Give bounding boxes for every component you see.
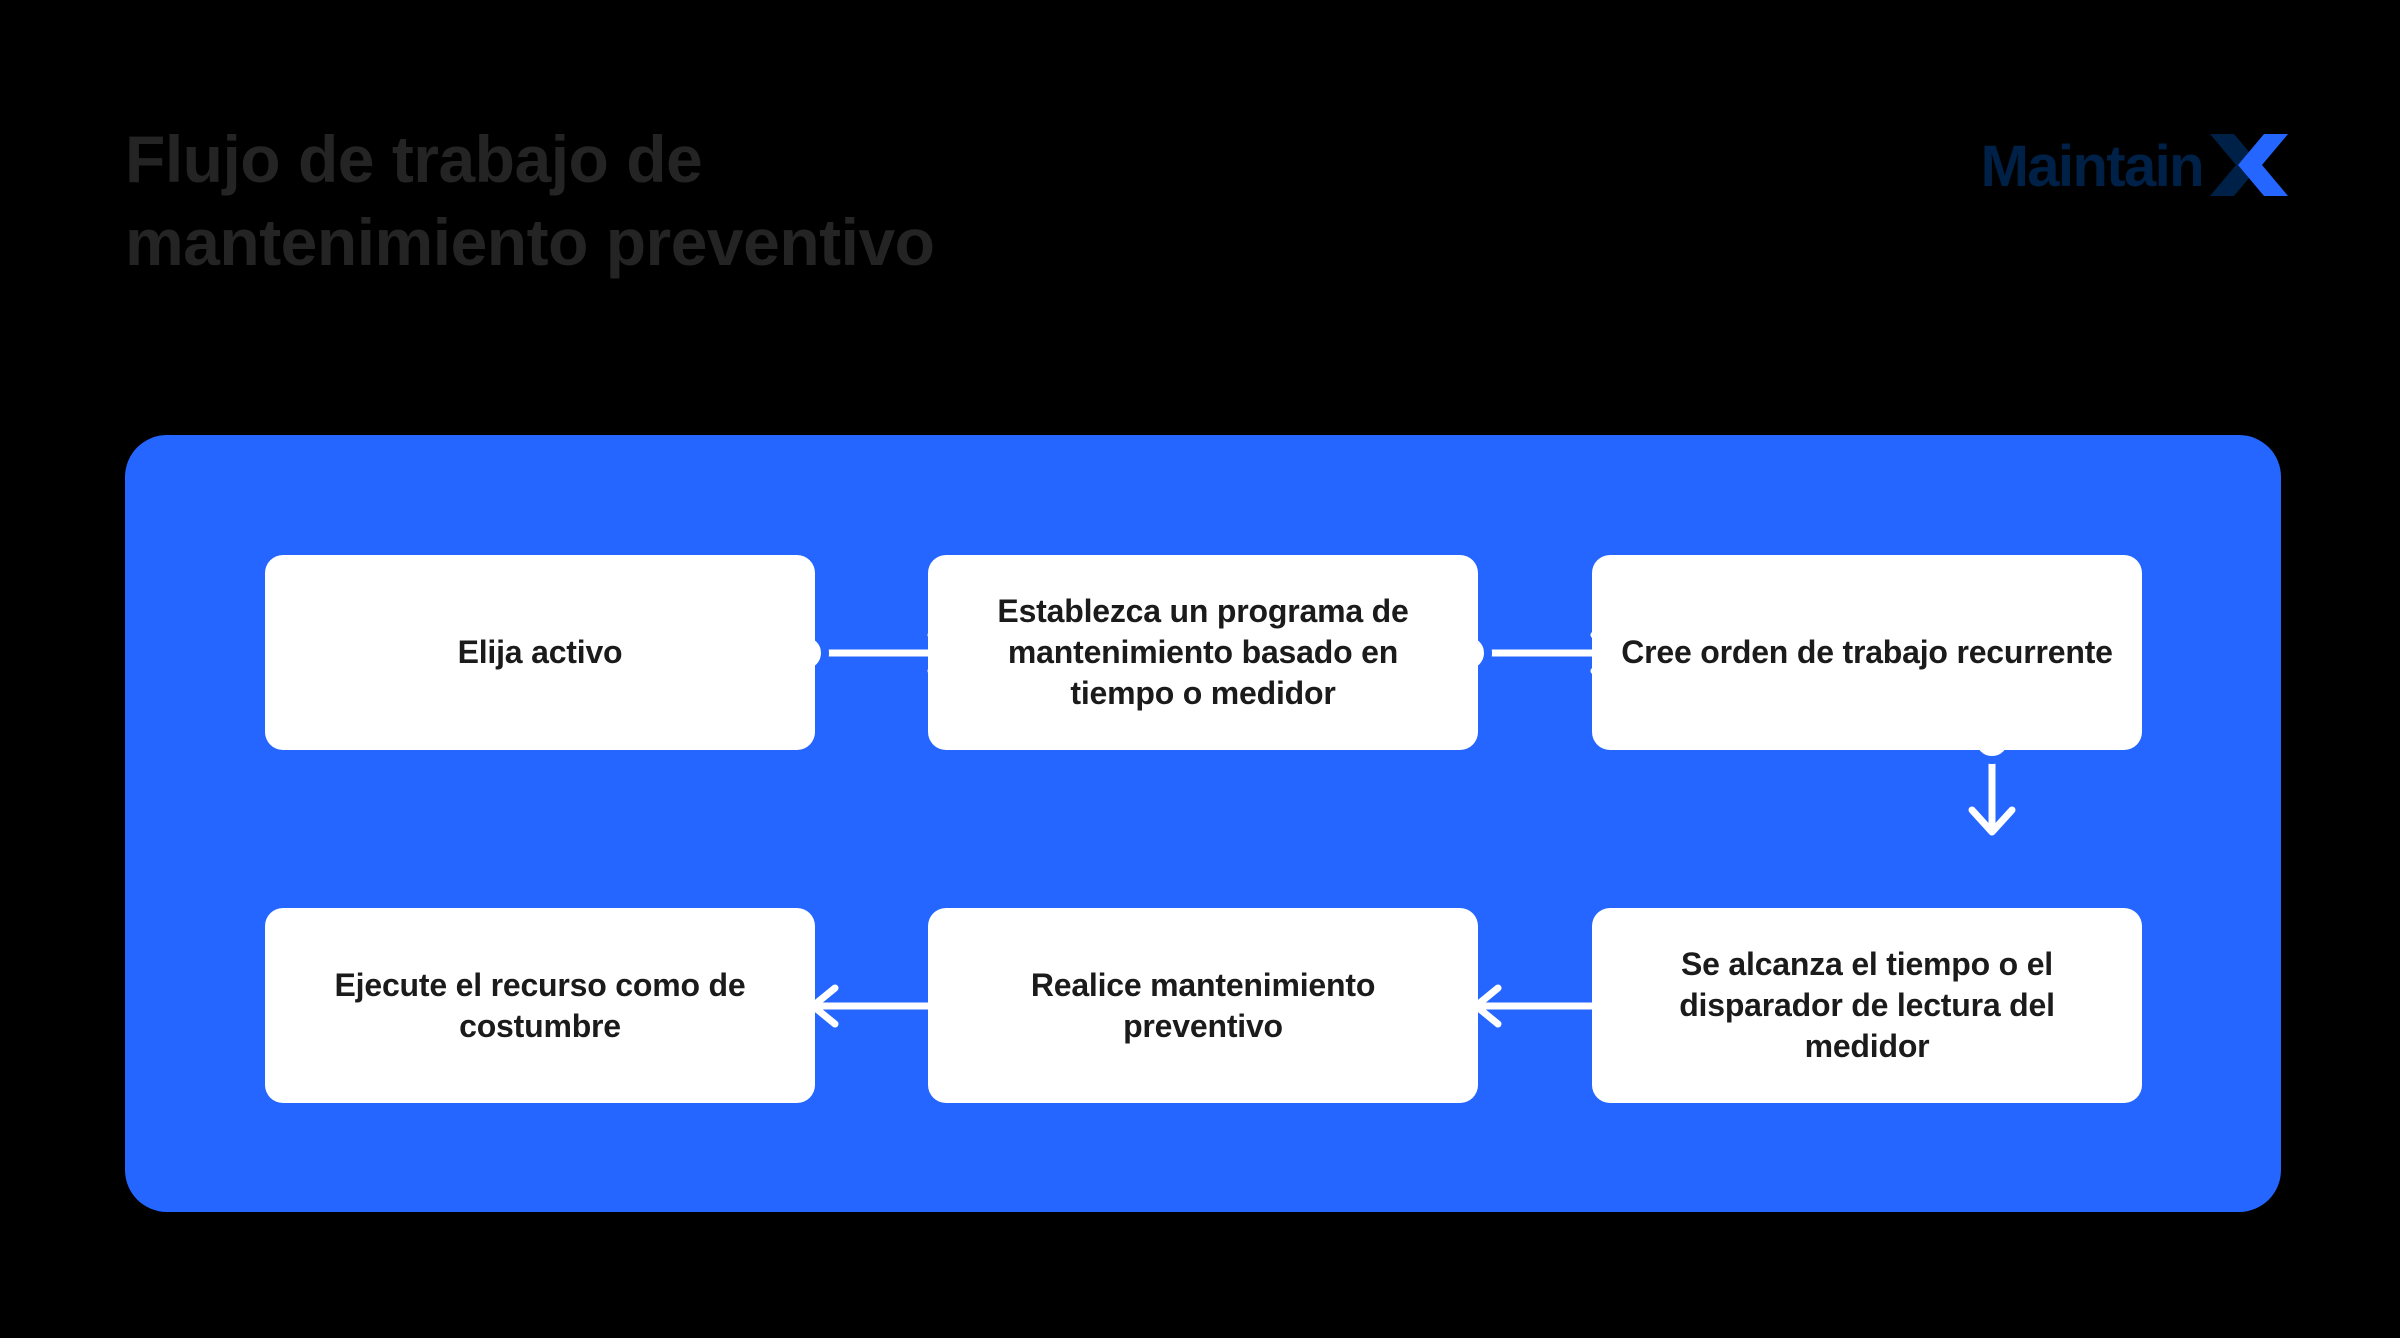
maintainx-logo: Maintain [1980, 133, 2288, 201]
flow-node-label: Ejecute el recurso como de costumbre [334, 966, 746, 1044]
x-logo-icon [2210, 133, 2288, 201]
logo-wordmark: Maintain [1980, 134, 2205, 199]
page-title: Flujo de trabajo de mantenimiento preven… [125, 122, 935, 280]
flow-node-establezca-programa[interactable]: Establezca un programa de mantenimiento … [928, 555, 1478, 750]
flow-node-label: Elija activo [457, 634, 623, 671]
flow-node-label: Cree orden de trabajo recurrente [1621, 634, 2113, 671]
flow-node-label: Realice mantenimiento preventivo [1030, 966, 1376, 1044]
flow-node-label: Se alcanza el tiempo o el disparador de … [1679, 946, 2055, 1064]
flow-node-label: Establezca un programa de mantenimiento … [997, 593, 1409, 711]
flow-node-cree-orden-trabajo[interactable]: Cree orden de trabajo recurrente [1592, 555, 2142, 750]
flow-node-se-alcanza-tiempo[interactable]: Se alcanza el tiempo o el disparador de … [1592, 908, 2142, 1103]
flow-node-ejecute-recurso[interactable]: Ejecute el recurso como de costumbre [265, 908, 815, 1103]
flow-node-elija-activo[interactable]: Elija activo [265, 555, 815, 750]
flow-node-realice-mantenimiento[interactable]: Realice mantenimiento preventivo [928, 908, 1478, 1103]
flow-panel: Elija activo Establezca un programa de m… [125, 435, 2281, 1212]
